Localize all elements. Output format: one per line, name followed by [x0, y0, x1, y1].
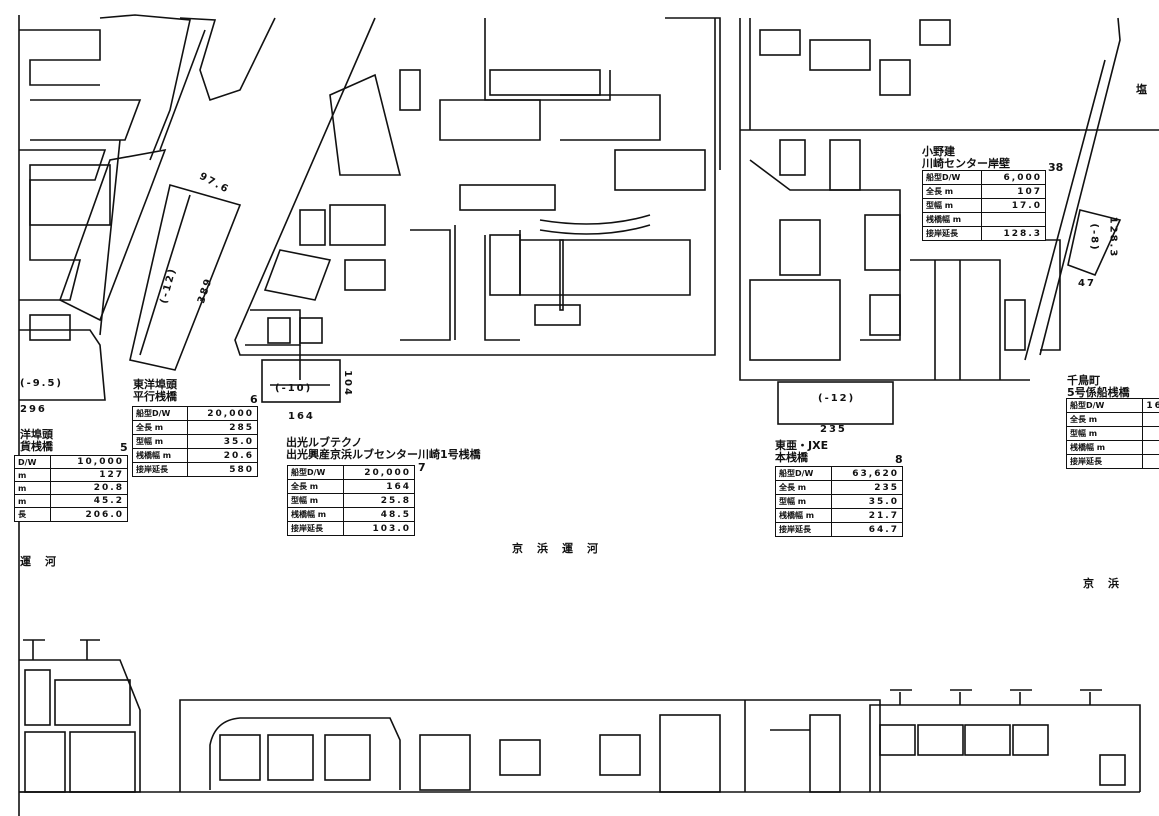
canal-label-right: 京浜	[1083, 577, 1133, 590]
pier-38	[1000, 17, 1159, 361]
left-depth-label: (-9.5)	[20, 378, 64, 389]
left-industrial-area	[19, 14, 276, 401]
pier-7	[261, 345, 341, 403]
pier7-side-label: 104	[341, 370, 353, 397]
east-industrial-area	[739, 18, 1080, 381]
pier8-depth-label: (-12)	[818, 393, 856, 404]
pier7-depth-label: (-10)	[275, 383, 313, 394]
berth-6-name: 東洋埠頭平行桟橋	[133, 378, 177, 403]
left-length-label: 296	[20, 404, 47, 415]
pier-6	[129, 29, 242, 371]
top-right-place-label: 塩	[1136, 83, 1147, 96]
berth-8-number: 8	[895, 453, 903, 466]
canal-label-left: 運河	[20, 555, 70, 568]
canal-label: 京浜運河	[512, 542, 612, 555]
central-industrial-area	[234, 17, 721, 356]
pier7-length-label: 164	[288, 411, 315, 422]
berth-chidori-table: 船型D/W16 全長 m 型幅 m 桟橋幅 m 接岸延長	[1065, 398, 1159, 469]
berth-5-name: 洋埠頭貨桟橋	[20, 428, 53, 453]
pier38-width-label: 47	[1078, 278, 1096, 289]
berth-5-number: 5	[120, 441, 128, 454]
berth-38-name: 小野建川崎センター岸壁	[922, 145, 1010, 170]
pier38-depth-label: (-8)	[1088, 223, 1100, 252]
berth-7-number: 7	[418, 461, 426, 474]
berth-38-number: 38	[1048, 161, 1064, 174]
berth-7-name: 出光ルブテクノ出光興産京浜ルブセンター川崎1号桟橋	[286, 436, 481, 461]
berth-6-number: 6	[250, 393, 258, 406]
pier-8	[777, 381, 894, 425]
pier8-length-label: 235	[820, 424, 847, 435]
pier38-length-label: 128.3	[1107, 216, 1119, 259]
south-industrial-area	[19, 639, 1141, 793]
